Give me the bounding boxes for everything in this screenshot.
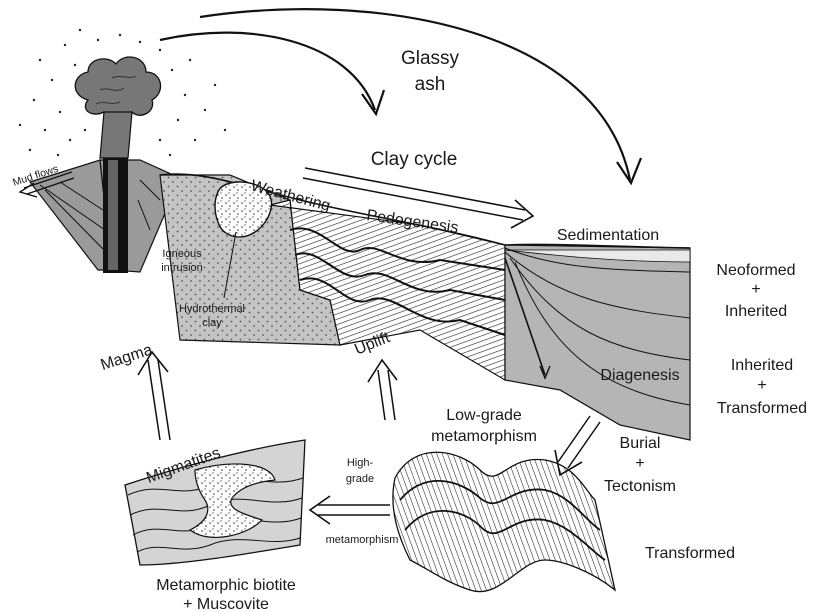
low-grade-metamorphism-label-line1: Low-grade	[446, 407, 522, 424]
high-grade-metamorphism-arrow	[310, 496, 390, 524]
transformed-label-2: Transformed	[645, 545, 735, 562]
plus-label-2: +	[757, 377, 766, 394]
high-grade-label-line1: High-	[347, 457, 374, 469]
eruption-cloud-icon	[75, 57, 160, 158]
metamorphism-label: metamorphism	[326, 534, 399, 546]
igneous-intrusion-label-line2: intrusion	[161, 262, 203, 274]
hydrothermal-clay-label-line2: clay	[202, 317, 222, 329]
glassy-ash-arrow-short	[160, 33, 384, 114]
plus-label-3: +	[635, 455, 644, 472]
inherited-label-1: Inherited	[725, 303, 787, 320]
burial-label: Burial	[620, 435, 661, 452]
sedimentation-label: Sedimentation	[557, 227, 659, 244]
transformed-label-1: Transformed	[717, 400, 807, 417]
plus-label-1: +	[751, 281, 760, 298]
metamorphic-biotite-label-line1: Metamorphic biotite	[156, 577, 296, 594]
low-grade-metamorphic-block	[393, 452, 615, 591]
clay-cycle-label: Clay cycle	[371, 149, 458, 170]
metamorphic-biotite-label-line2: + Muscovite	[183, 596, 269, 612]
igneous-intrusion-label-line1: Igneous	[162, 248, 202, 260]
magma-label: Magma	[99, 341, 155, 374]
glassy-ash-label-line1: Glassy	[401, 48, 460, 69]
inherited-label-2: Inherited	[731, 357, 793, 374]
glassy-ash-label-line2: ash	[415, 74, 446, 95]
magma-arrow	[138, 352, 170, 440]
high-grade-label-line2: grade	[346, 473, 374, 485]
neoformed-label: Neoformed	[716, 262, 795, 279]
tectonism-label: Tectonism	[604, 478, 676, 495]
hydrothermal-clay-label-line1: Hydrothermal	[179, 303, 245, 315]
uplift-arrow	[368, 360, 397, 420]
low-grade-metamorphism-label-line2: metamorphism	[431, 428, 537, 445]
diagenesis-label: Diagenesis	[600, 367, 679, 384]
